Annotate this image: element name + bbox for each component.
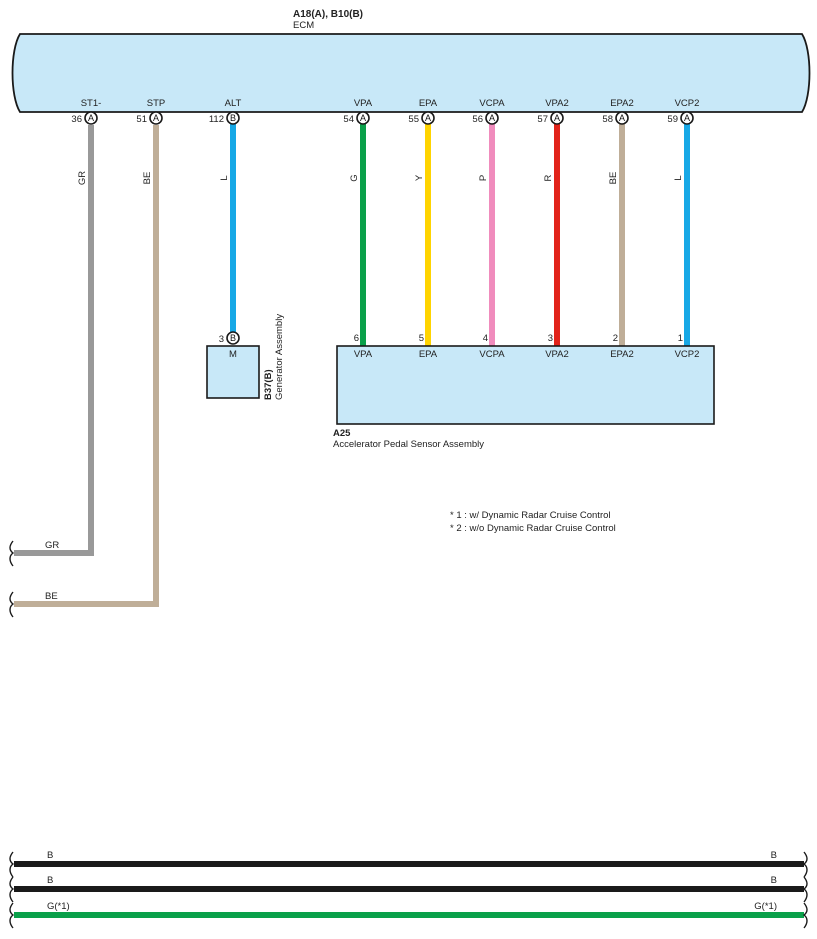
wire-color-stp: BE (142, 172, 153, 185)
bottom-wires: B B B B G(*1) G(*1) (9, 850, 808, 929)
ecm-pin-conn-epa: A (425, 113, 431, 123)
sensor-signal-epa: EPA (419, 349, 438, 360)
bottom-wire-left-label-1: B (47, 850, 53, 861)
ecm-signal-stp: STP (147, 98, 165, 109)
break-mark-gr (9, 540, 15, 567)
ecm-pin-circle-vpa (356, 111, 370, 125)
bottom-break-left-1 (9, 851, 15, 878)
ecm-pin-conn-vpa2: A (554, 113, 560, 123)
offpage-gr-label: GR (45, 540, 59, 551)
break-mark-be (9, 591, 15, 618)
ecm-signal-vpa2: VPA2 (545, 98, 569, 109)
bottom-wire-left-label-2: B (47, 875, 53, 886)
ecm-name: ECM (293, 20, 314, 31)
generator-assembly: M B 3 B37(B) Generator Assembly (206, 314, 285, 400)
ecm-pin-num-epa2: 58 (602, 114, 613, 125)
bottom-break-right-3 (802, 902, 808, 929)
ecm-pins: ST1-A36GRSTPA51BEALTB112LVPAA54GEPAA55YV… (71, 98, 699, 346)
sensor-pin-num-epa: 5 (419, 333, 424, 344)
generator-pin-conn: B (230, 333, 236, 343)
ecm-pin-num-stp: 51 (136, 114, 147, 125)
bottom-break-right-1 (802, 851, 808, 878)
sensor-signal-vcp2: VCP2 (675, 349, 700, 360)
ecm-pin-circle-epa (421, 111, 435, 125)
generator-code: B37(B) (263, 369, 274, 400)
sensor-pin-num-vpa2: 3 (548, 333, 553, 344)
wire-color-st1: GR (77, 171, 88, 185)
ecm-pin-conn-vcpa: A (489, 113, 495, 123)
wire-color-vcpa: P (478, 175, 489, 181)
sensor-signal-vpa2: VPA2 (545, 349, 569, 360)
sensor-pin-num-vcp2: 1 (678, 333, 683, 344)
wire-be-offpage (14, 125, 159, 607)
ecm-pin-num-st1: 36 (71, 114, 82, 125)
ecm-pin-num-vcp2: 59 (667, 114, 678, 125)
ecm-pin-conn-vcp2: A (684, 113, 690, 123)
wire-color-epa2: BE (608, 172, 619, 185)
note-2: * 2 : w/o Dynamic Radar Cruise Control (450, 523, 616, 534)
wire-color-vpa: G (349, 174, 360, 181)
offpage-be-label: BE (45, 591, 58, 602)
wire-color-alt: L (219, 175, 230, 180)
sensor-signal-epa2: EPA2 (610, 349, 634, 360)
sensor-pin-num-vpa: 6 (354, 333, 359, 344)
generator-pin-circle (226, 331, 240, 345)
generator-terminal: M (229, 349, 237, 360)
bottom-break-left-2 (9, 876, 15, 903)
ecm-pin-circle-alt (226, 111, 240, 125)
ecm-pin-circle-vcp2 (680, 111, 694, 125)
ecm-pin-conn-st1: A (88, 113, 94, 123)
ecm-pin-num-alt: 112 (209, 114, 224, 125)
ecm-pin-num-vcpa: 56 (472, 114, 483, 125)
bottom-wire-right-label-1: B (771, 850, 777, 861)
sensor-signal-vcpa: VCPA (479, 349, 505, 360)
ecm-pin-num-vpa2: 57 (537, 114, 548, 125)
wire-color-vpa2: R (543, 174, 554, 181)
ecm-pin-circle-st1 (84, 111, 98, 125)
bottom-wire-right-label-3: G(*1) (754, 901, 777, 912)
ecm-box (11, 33, 811, 113)
ecm-pin-conn-stp: A (153, 113, 159, 123)
generator-box (206, 345, 260, 399)
ecm-pin-circle-epa2 (615, 111, 629, 125)
ecm-connector-label: A18(A), B10(B) (293, 9, 363, 20)
ecm-signal-epa2: EPA2 (610, 98, 634, 109)
ecm-pin-conn-alt: B (230, 113, 236, 123)
ecm-signal-vpa: VPA (354, 98, 373, 109)
ecm-pin-circle-vpa2 (550, 111, 564, 125)
generator-pin-num: 3 (219, 334, 224, 345)
note-1: * 1 : w/ Dynamic Radar Cruise Control (450, 510, 611, 521)
sensor-pin-num-vcpa: 4 (483, 333, 488, 344)
ecm-pin-circle-vcpa (485, 111, 499, 125)
wire-color-vcp2: L (673, 175, 684, 180)
sensor-code: A25 (333, 428, 351, 439)
ecm-pin-conn-vpa: A (360, 113, 366, 123)
bottom-break-left-3 (9, 902, 15, 929)
wire-gr-offpage (14, 125, 94, 556)
ecm-pin-circle-stp (149, 111, 163, 125)
sensor-signal-vpa: VPA (354, 349, 373, 360)
ecm-signal-epa: EPA (419, 98, 438, 109)
ecm-signal-alt: ALT (225, 98, 242, 109)
sensor-pin-num-epa2: 2 (613, 333, 618, 344)
offpage-wires: GR BE (9, 125, 159, 618)
bottom-wire-left-label-3: G(*1) (47, 901, 70, 912)
ecm-pin-conn-epa2: A (619, 113, 625, 123)
ecm-signal-st1: ST1- (81, 98, 102, 109)
ecm-signal-vcpa: VCPA (479, 98, 505, 109)
ecm-pin-num-epa: 55 (408, 114, 419, 125)
wire-color-epa: Y (414, 174, 425, 181)
generator-name: Generator Assembly (274, 314, 285, 400)
sensor-name: Accelerator Pedal Sensor Assembly (333, 439, 484, 450)
bottom-break-right-2 (802, 876, 808, 903)
bottom-wire-right-label-2: B (771, 875, 777, 886)
sensor-box (336, 345, 715, 425)
ecm-signal-vcp2: VCP2 (675, 98, 700, 109)
ecm-pin-num-vpa: 54 (343, 114, 354, 125)
